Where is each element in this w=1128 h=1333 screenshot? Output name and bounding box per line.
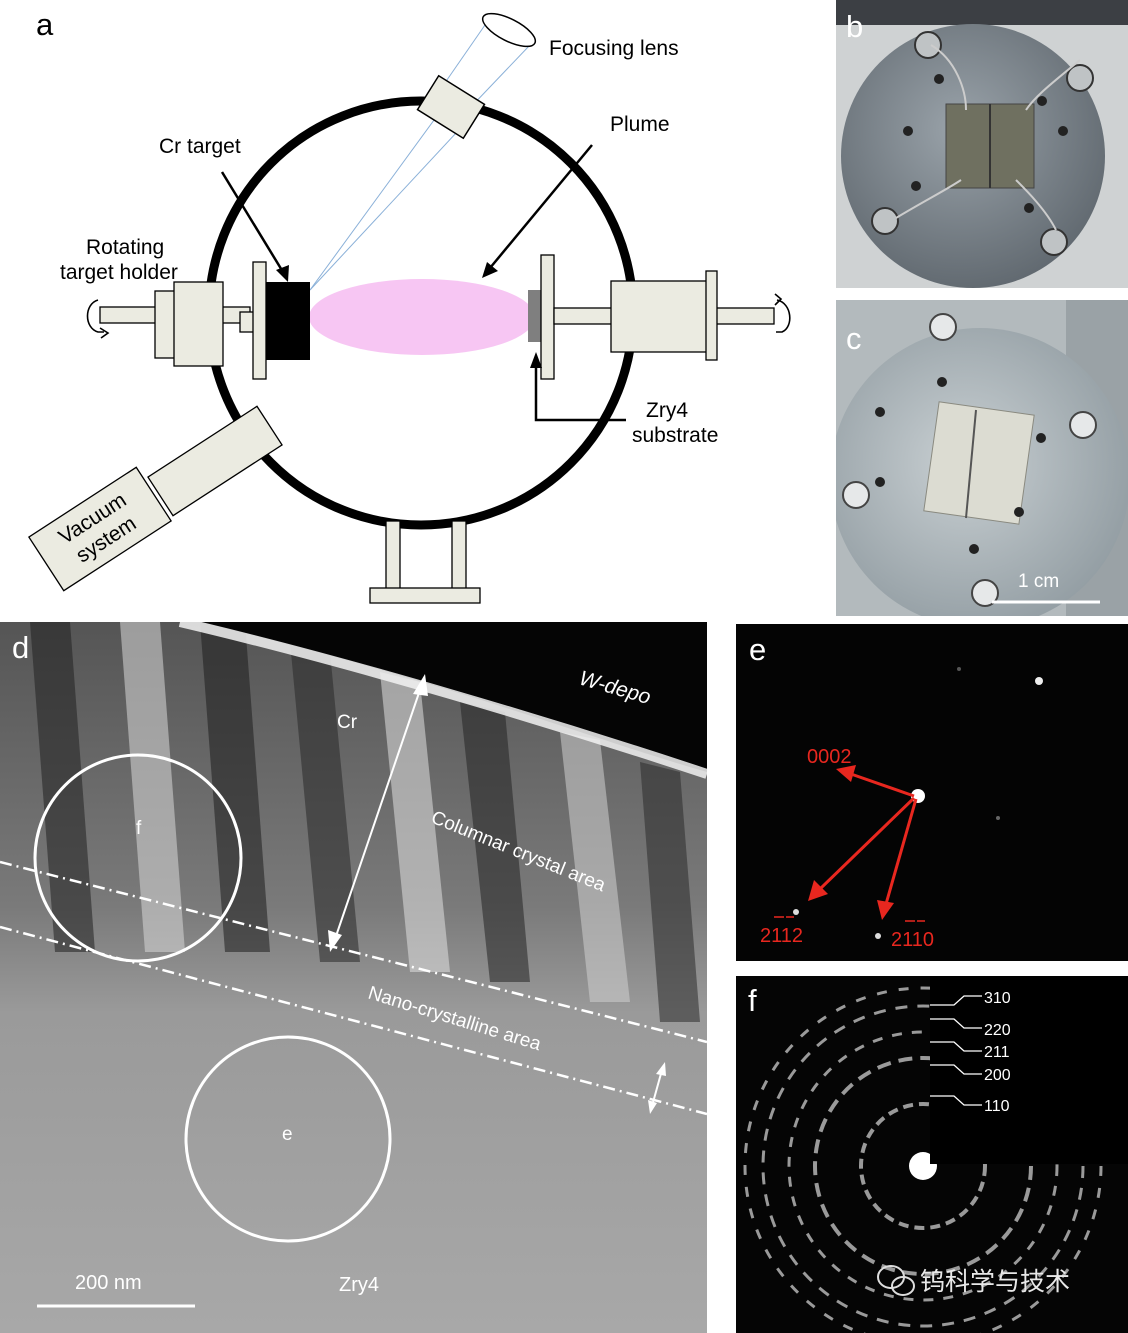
- vector-arrow-2110: [884, 798, 918, 905]
- screw: [1066, 64, 1094, 92]
- panel-f-ring-pattern: 310 220 211 200 110 f 钨科学与技术: [736, 976, 1128, 1333]
- panel-letter: f: [748, 983, 757, 1018]
- vector-arrow-2112: [818, 796, 916, 891]
- panel-letter: b: [846, 9, 863, 44]
- label-rotating: Rotating: [86, 236, 164, 259]
- thickness-arrow-nano: [651, 1069, 663, 1107]
- substrate-arrow: [534, 366, 626, 422]
- sample-gap: [965, 409, 977, 519]
- plume-arrow: [489, 144, 593, 269]
- substrate-holder-plate: [540, 254, 555, 380]
- laser-beam-line: [439, 24, 486, 91]
- panel-c-photo: c 1 cm: [836, 300, 1128, 616]
- rotation-arrow-right-icon: [776, 299, 791, 333]
- rotation-arrow-left-icon: [86, 299, 104, 333]
- substrate-arrow-head-icon: [530, 352, 542, 368]
- panel-letter: c: [846, 321, 862, 356]
- cr-target-block: [266, 282, 310, 360]
- diffraction-region-e: [184, 1035, 392, 1243]
- ring-leader-lines: [930, 995, 982, 1106]
- panel-b-photo: b: [836, 0, 1128, 288]
- ring-label-310: 310: [984, 990, 1011, 1007]
- vacuum-system-box: [27, 466, 173, 592]
- boundary-line-upper: [0, 860, 707, 1044]
- screw: [842, 481, 870, 509]
- wechat-icon: [877, 1265, 915, 1296]
- laser-beam-line: [309, 104, 446, 291]
- substrate-block: [528, 290, 542, 342]
- spot-label-2112: 2112: [760, 925, 803, 947]
- label-zry4: Zry4: [339, 1274, 379, 1296]
- diffraction-rings: [743, 986, 1103, 1333]
- label-circle-e: e: [282, 1124, 293, 1145]
- columnar-grains: [30, 622, 700, 1022]
- screw: [1040, 228, 1068, 256]
- screw: [914, 31, 942, 59]
- vacuum-pipe: [147, 405, 283, 517]
- label-plume: Plume: [610, 113, 670, 136]
- right-housing: [610, 280, 710, 353]
- label-target-holder: target holder: [60, 261, 178, 284]
- laser-beam-line: [309, 117, 471, 291]
- rotation-arrow-left-head-icon: [99, 327, 110, 339]
- label-inset: [930, 976, 1128, 1164]
- diffraction-region-f: [33, 753, 243, 963]
- diffraction-spot: [793, 909, 799, 915]
- label-focusing-lens: Focusing lens: [549, 37, 679, 60]
- ring-label-200: 200: [984, 1067, 1011, 1084]
- label-circle-f: f: [136, 818, 142, 839]
- diffraction-spot: [1035, 677, 1043, 685]
- panel-e-diffraction: e 0002 2112 2110: [736, 624, 1128, 961]
- ring-label-211: 211: [984, 1044, 1010, 1061]
- target-holder-plate: [252, 261, 267, 380]
- focusing-lens: [481, 12, 537, 48]
- plume-arrow-head-icon: [482, 262, 498, 278]
- ring-label-110: 110: [984, 1098, 1010, 1115]
- stand-leg-left: [385, 520, 401, 590]
- panel-letter: d: [12, 630, 29, 665]
- cr-target-arrow: [220, 171, 285, 273]
- label-substrate: substrate: [632, 424, 718, 447]
- screw: [929, 313, 957, 341]
- cr-target-arrow-head-icon: [276, 265, 289, 282]
- label-zry4: Zry4: [646, 399, 688, 422]
- laser-beam-line: [467, 44, 531, 111]
- optical-window: [416, 74, 486, 140]
- scale-bar-label: 1 cm: [1018, 571, 1059, 592]
- panel-d-tem-image: d W-depo Cr Columnar crystal area Nano-c…: [0, 622, 707, 1333]
- vector-arrow-0002: [850, 772, 915, 798]
- stand-base: [369, 587, 481, 604]
- ring-label-220: 220: [984, 1022, 1011, 1039]
- screw: [1069, 411, 1097, 439]
- w-depo-layer: [200, 622, 707, 772]
- watermark-text: 钨科学与技术: [920, 1268, 1070, 1296]
- left-housing: [173, 281, 224, 367]
- plasma-plume: [309, 279, 535, 355]
- panel-letter: e: [749, 632, 766, 667]
- sample-plate: [923, 401, 1035, 525]
- screw: [871, 207, 899, 235]
- right-flange: [705, 270, 718, 361]
- thickness-arrow-head-icon: [413, 674, 428, 696]
- spot-label-0002: 0002: [807, 746, 852, 768]
- screw: [971, 579, 999, 607]
- panel-letter: a: [36, 7, 54, 42]
- label-cr: Cr: [337, 712, 358, 733]
- scale-bar-label: 200 nm: [75, 1272, 142, 1294]
- stand-leg-right: [451, 520, 467, 590]
- rotation-arrow-right-head-icon: [774, 293, 783, 306]
- thickness-arrow-head-icon: [328, 930, 342, 952]
- label-cr-target: Cr target: [159, 135, 241, 158]
- thickness-arrow-cr: [333, 683, 423, 943]
- spot-label-2110: 2110: [891, 929, 934, 951]
- panel-a-schematic: a Focusing lens Plume Cr target Rotating…: [27, 7, 791, 604]
- diffraction-spot: [875, 933, 881, 939]
